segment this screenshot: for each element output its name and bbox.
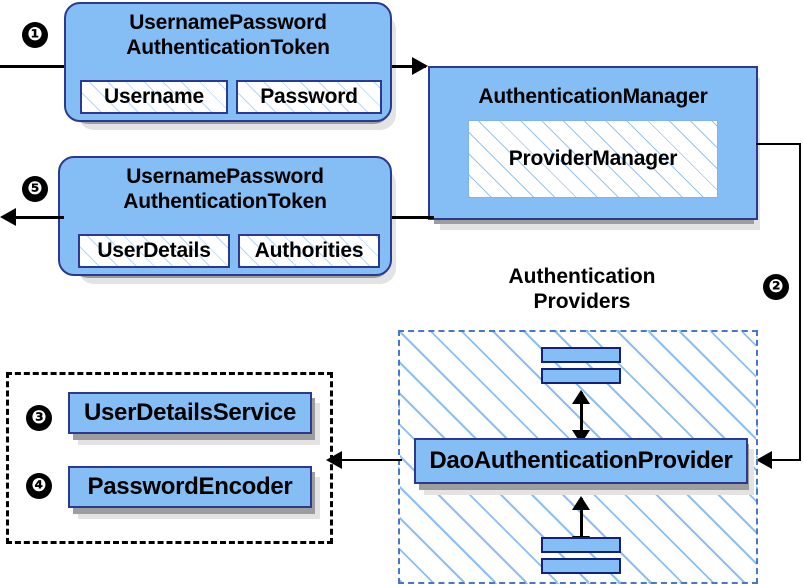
manager-to-provider-vertical <box>799 143 801 460</box>
password-encoder-box[interactable]: PasswordEncoder <box>68 466 312 508</box>
response-token-card[interactable]: UsernamePassword AuthenticationToken Use… <box>58 156 392 276</box>
authentication-manager-box[interactable]: AuthenticationManager ProviderManager <box>428 66 758 220</box>
provider-entry-line <box>770 459 801 461</box>
provider-manager-box[interactable]: ProviderManager <box>468 120 718 198</box>
request-token-title-line2: AuthenticationToken <box>126 36 330 59</box>
provider-to-support-line <box>340 459 402 461</box>
request-to-manager-line <box>392 65 426 68</box>
password-field[interactable]: Password <box>236 80 382 114</box>
providers-caption-line2: Providers <box>533 290 631 313</box>
step-badge-1: ❶ <box>22 22 48 48</box>
other-provider-bar-2[interactable] <box>541 368 621 384</box>
step-badge-3: ❸ <box>26 405 52 431</box>
other-provider-bar-3[interactable] <box>541 537 621 553</box>
response-token-title-line1: UsernamePassword <box>126 165 324 188</box>
response-token-title-line2: AuthenticationToken <box>123 190 327 213</box>
dao-authentication-provider-box[interactable]: DaoAuthenticationProvider <box>414 438 748 484</box>
userdetails-field[interactable]: UserDetails <box>78 234 230 268</box>
request-token-title: UsernamePassword AuthenticationToken <box>66 10 390 60</box>
request-token-card[interactable]: UsernamePassword AuthenticationToken Use… <box>64 2 392 122</box>
request-token-title-line1: UsernamePassword <box>129 11 327 34</box>
username-field[interactable]: Username <box>80 80 228 114</box>
other-provider-bar-4[interactable] <box>541 558 621 574</box>
provider-link-upper-line <box>580 392 583 442</box>
step-badge-2: ❷ <box>763 274 789 300</box>
provider-link-lower-line <box>580 498 583 548</box>
providers-caption-line1: Authentication <box>508 265 656 288</box>
response-out-line <box>16 216 64 219</box>
support-services-group <box>6 372 333 544</box>
provider-entry-arrowhead <box>756 451 772 469</box>
other-provider-bar-1[interactable] <box>541 347 621 363</box>
provider-link-upper-arrowhead <box>572 390 590 404</box>
request-to-manager-arrowhead <box>412 57 428 75</box>
manager-exit-line <box>756 143 801 145</box>
userdetails-service-box[interactable]: UserDetailsService <box>68 392 312 434</box>
providers-caption: Authentication Providers <box>472 264 692 314</box>
authentication-manager-title: AuthenticationManager <box>478 85 708 108</box>
response-token-title: UsernamePassword AuthenticationToken <box>60 164 390 214</box>
response-out-arrowhead <box>0 208 16 226</box>
provider-link-lower-arrowhead-up <box>572 496 590 510</box>
incoming-request-line <box>0 65 64 68</box>
authorities-field[interactable]: Authorities <box>238 234 380 268</box>
manager-to-response-line <box>392 216 434 219</box>
step-badge-5: ❺ <box>22 176 48 202</box>
step-badge-4: ❹ <box>26 473 52 499</box>
